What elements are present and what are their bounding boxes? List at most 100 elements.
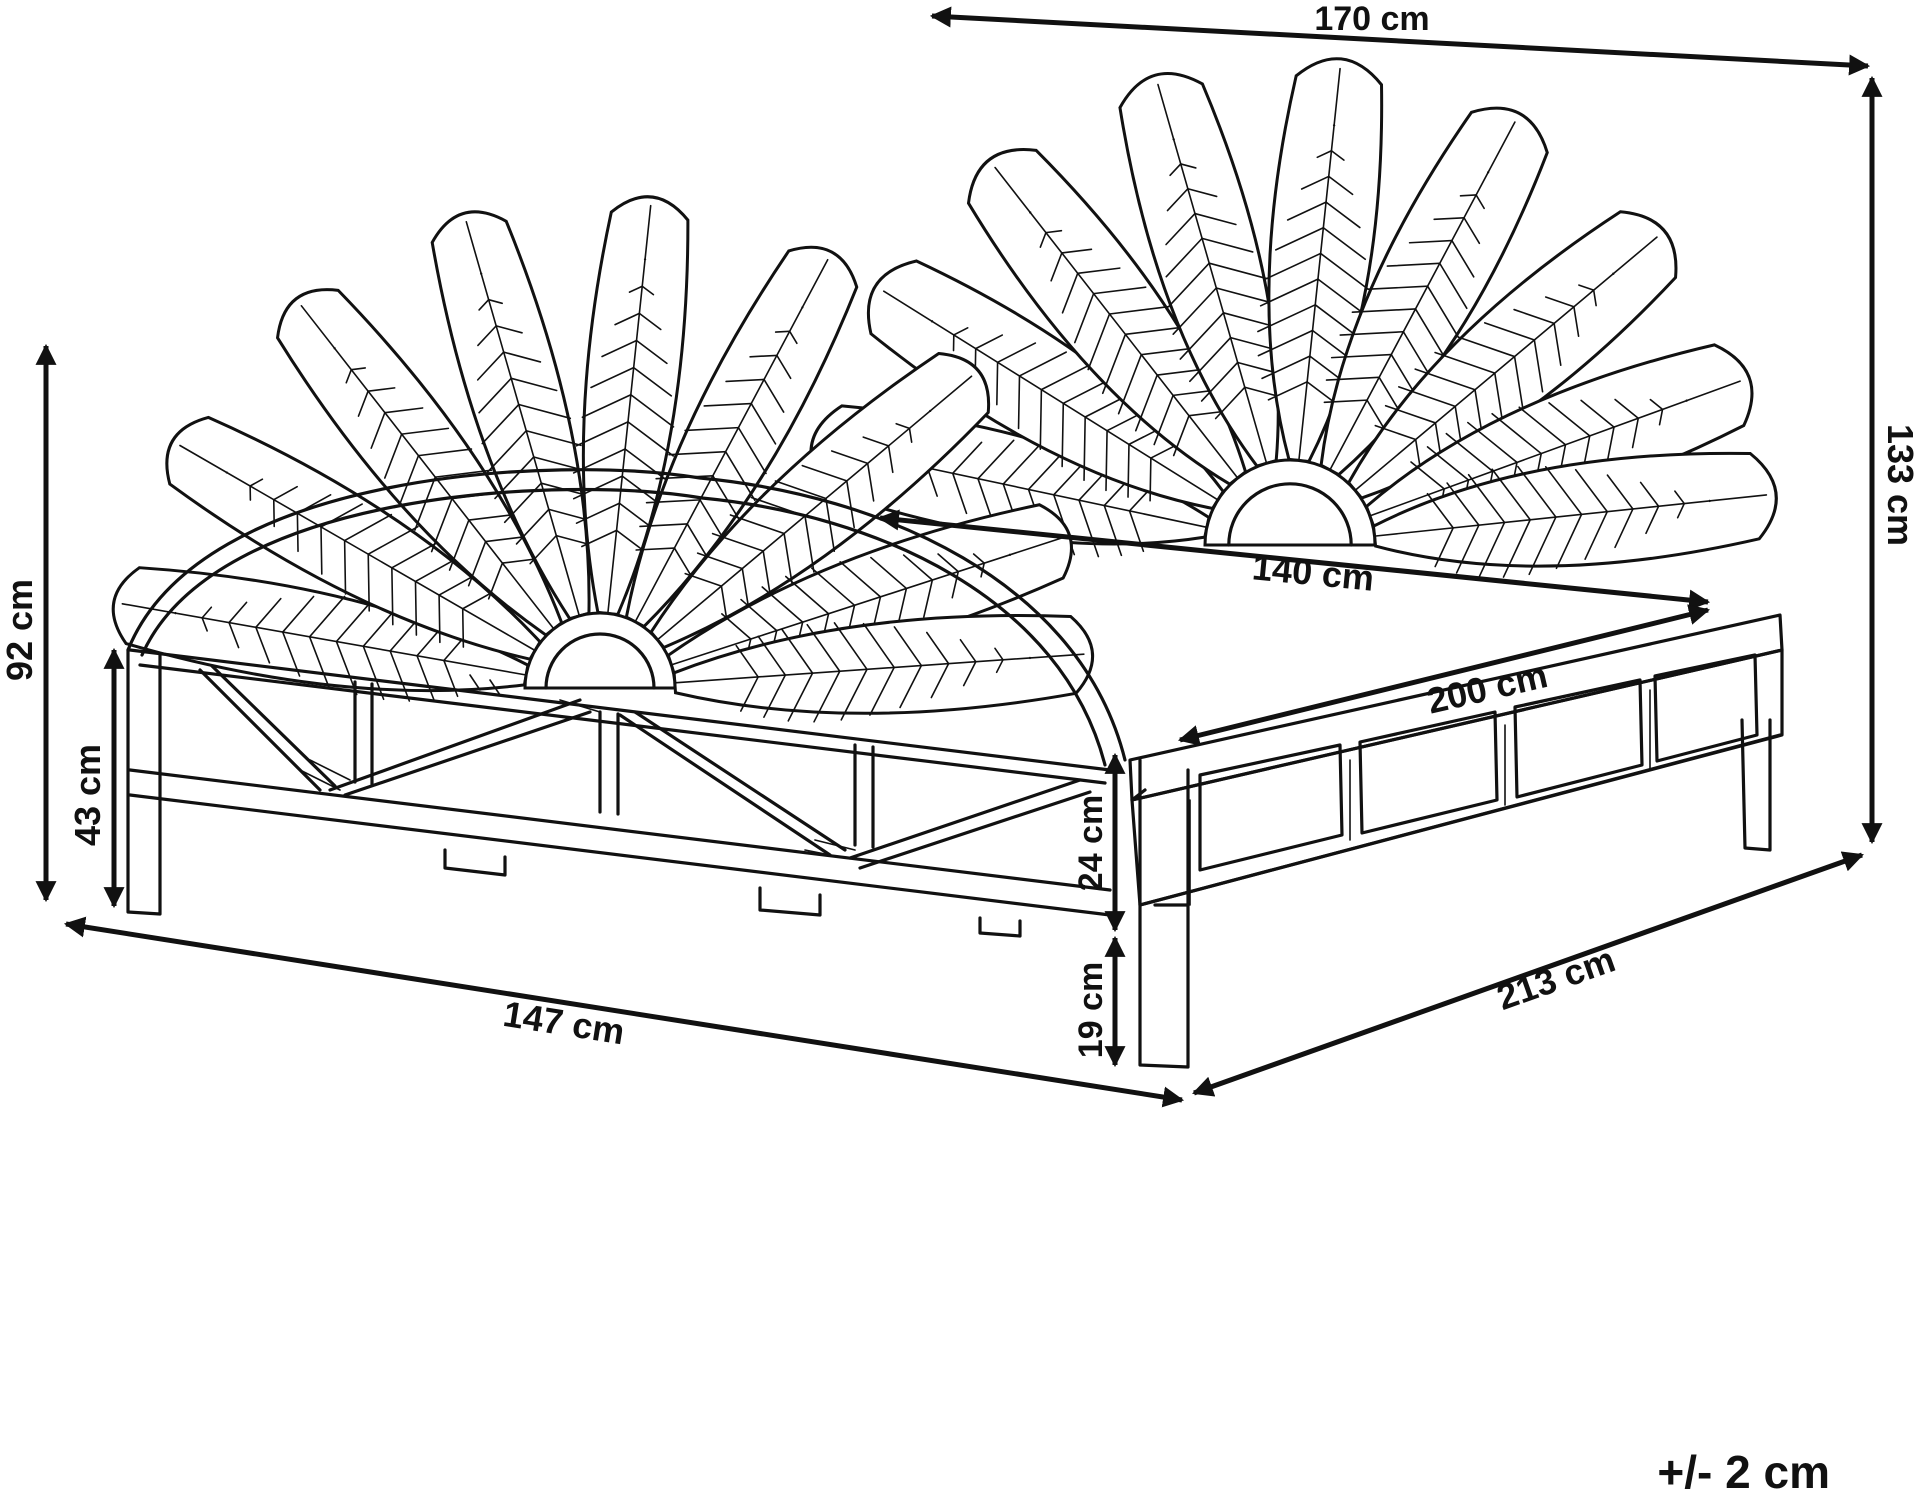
leaf-rib bbox=[590, 366, 635, 389]
leaf-rib bbox=[1548, 402, 1591, 437]
leaf-rib bbox=[977, 439, 1015, 480]
leaf-rib bbox=[510, 377, 558, 392]
dim-line-200 bbox=[1177, 604, 1711, 746]
leaf-rib bbox=[1134, 374, 1158, 432]
leaf-rib bbox=[1513, 355, 1525, 417]
leaf-rib bbox=[959, 638, 977, 663]
leaf-rib bbox=[1117, 353, 1143, 415]
leaf-rib bbox=[866, 462, 875, 502]
leaf-spine bbox=[994, 166, 1239, 479]
leaf-rib bbox=[1149, 457, 1152, 502]
leaf-spine bbox=[882, 290, 1219, 501]
leaf-rib bbox=[953, 327, 969, 336]
leaf-rib bbox=[1087, 313, 1111, 371]
leaf-rib bbox=[1325, 376, 1380, 381]
leaf-rib bbox=[887, 445, 894, 474]
leaf-rib bbox=[1194, 212, 1237, 226]
leaf-rib bbox=[830, 450, 869, 465]
leaf-rib bbox=[343, 513, 393, 542]
leaf-rib bbox=[1105, 429, 1108, 492]
leaf-rib bbox=[1374, 424, 1417, 441]
leaf-rib bbox=[384, 407, 424, 414]
leaf-rib bbox=[1165, 212, 1196, 246]
leaf-rib bbox=[740, 598, 778, 632]
front-right-leg bbox=[1130, 758, 1190, 1069]
leaf-rib bbox=[1166, 187, 1189, 212]
leaf-rib bbox=[320, 526, 323, 575]
dim-line-147 bbox=[63, 916, 1185, 1108]
leaf-rib bbox=[763, 378, 785, 413]
leaf-rib bbox=[1045, 229, 1063, 234]
leaf-rib bbox=[1434, 351, 1496, 374]
leaf-rib bbox=[391, 539, 443, 569]
leaf-rib bbox=[367, 387, 396, 392]
dim-line-140 bbox=[877, 509, 1711, 611]
leaf-rib bbox=[1039, 231, 1047, 248]
leaf-spine bbox=[1329, 121, 1516, 471]
leaf-rib bbox=[951, 441, 983, 475]
dim-line-213 bbox=[1192, 851, 1864, 1097]
dimension-lines bbox=[35, 6, 1883, 1108]
leaf-rib bbox=[1467, 421, 1518, 464]
leaf-rib bbox=[1002, 439, 1045, 485]
leaf-rib bbox=[845, 480, 855, 529]
leaf-rib bbox=[1614, 398, 1640, 420]
leaf-rib bbox=[1265, 252, 1322, 280]
leaf-rib bbox=[1580, 399, 1615, 428]
leaf-rib bbox=[1674, 490, 1686, 505]
leaf-rib bbox=[1330, 149, 1345, 161]
leaf-rib bbox=[735, 644, 759, 678]
leaf-rib bbox=[1451, 239, 1475, 278]
leaf-rib bbox=[370, 411, 386, 449]
leaf-rib bbox=[1076, 267, 1121, 275]
leaf-spine bbox=[1369, 380, 1741, 517]
leaf-rib bbox=[962, 660, 977, 687]
leaf-rib bbox=[1018, 351, 1067, 377]
leaf-rib bbox=[725, 378, 765, 383]
leaf-spine bbox=[300, 305, 555, 630]
leaf-rib bbox=[1167, 262, 1210, 308]
fan-hub-inner bbox=[544, 632, 656, 690]
leaf-spine bbox=[634, 258, 829, 623]
leaf-rib bbox=[201, 617, 208, 632]
leaf-rib bbox=[1317, 278, 1370, 318]
leaf-rib bbox=[367, 553, 370, 612]
leaf-rib bbox=[813, 670, 841, 723]
leaf-rib bbox=[628, 285, 644, 293]
label-24: 24 cm bbox=[1072, 795, 1110, 891]
leaf-rib bbox=[228, 601, 248, 624]
leaf-rib bbox=[840, 668, 868, 721]
leaf-rib bbox=[417, 448, 473, 457]
leaf-rib bbox=[787, 672, 814, 722]
leaf-rib bbox=[1316, 149, 1333, 159]
leaf-rib bbox=[1257, 304, 1317, 333]
leaf-rib bbox=[1457, 336, 1516, 358]
leaf-spine bbox=[121, 602, 527, 676]
leaf-rib bbox=[249, 478, 264, 487]
leaf-rib bbox=[517, 403, 572, 420]
label-140: 140 cm bbox=[1250, 546, 1375, 599]
leaf-rib bbox=[398, 454, 420, 507]
leaf-rib bbox=[645, 499, 701, 504]
leaf-rib bbox=[343, 539, 347, 595]
leaf-rib bbox=[281, 631, 301, 677]
leaf-rib bbox=[893, 626, 923, 667]
leaf-rib bbox=[638, 312, 662, 331]
leaf-rib bbox=[1475, 194, 1485, 210]
leaf-rib bbox=[721, 613, 752, 640]
leaf-rib bbox=[487, 298, 503, 305]
leaf-spine bbox=[1157, 83, 1268, 465]
leaf-rib bbox=[862, 622, 895, 669]
leaf-rib bbox=[1169, 163, 1182, 177]
leaf-rib bbox=[1491, 412, 1543, 455]
leaf-spine bbox=[465, 220, 581, 617]
leaf-rib bbox=[711, 532, 765, 552]
leaf-rib bbox=[515, 508, 550, 545]
leaf-rib bbox=[1208, 262, 1268, 280]
leaf-rib bbox=[684, 572, 723, 587]
leaf-rib bbox=[869, 666, 895, 716]
leaf-rib bbox=[1017, 375, 1021, 430]
leaf-rib bbox=[308, 635, 330, 688]
leaf-rib bbox=[641, 285, 655, 296]
leaf-rib bbox=[281, 595, 315, 633]
